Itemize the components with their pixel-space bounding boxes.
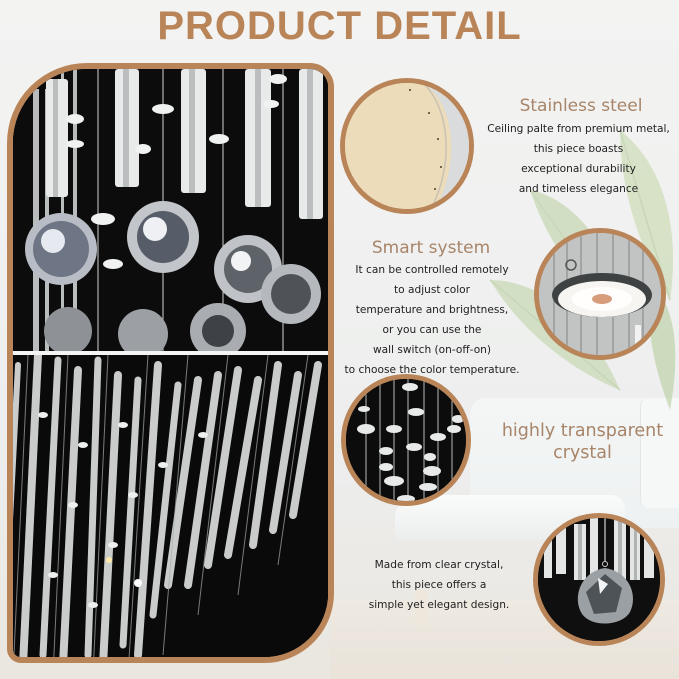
background-sofa-leg: [415, 590, 427, 625]
transparent-crystal-description: Made from clear crystal, this piece offe…: [350, 555, 528, 615]
background-cushion: [640, 398, 679, 508]
heading-line: crystal: [553, 443, 612, 463]
smart-system-heading: Smart system: [371, 238, 491, 258]
page-title: PRODUCT DETAIL: [157, 4, 522, 48]
description-line: exceptional durability: [521, 163, 636, 175]
heading-line: highly transparent: [501, 421, 664, 441]
description-line: Ceiling palte from premium metal,: [487, 123, 670, 135]
stainless-steel-heading: Stainless steel: [519, 96, 643, 116]
description-line: wall switch (on-off-on): [372, 344, 492, 356]
crystal-rods-and-balls-photo: [13, 69, 328, 351]
description-line: this piece offers a: [391, 579, 487, 591]
description-line: Made from clear crystal,: [374, 559, 504, 571]
description-line: this piece boasts: [533, 143, 624, 155]
description-line: to adjust color: [393, 284, 470, 296]
faceted-crystal-ball-image: [533, 513, 665, 646]
description-line: to choose the color temperature.: [344, 364, 520, 376]
description-line: and timeless elegance: [518, 183, 639, 195]
led-light-module-image: [534, 228, 666, 360]
smart-system-description: It can be controlled remotely to adjust …: [334, 260, 530, 380]
description-line: simple yet elegant design.: [368, 599, 510, 611]
crystal-rods-cascade-photo: [13, 355, 328, 657]
stainless-steel-description: Ceiling palte from premium metal, this p…: [478, 119, 679, 199]
stainless-steel-plate-image: [340, 78, 474, 214]
description-line: temperature and brightness,: [355, 304, 509, 316]
crystal-beads-image: [341, 374, 471, 506]
transparent-crystal-heading: highly transparent crystal: [486, 420, 679, 464]
photo-divider: [13, 351, 328, 355]
description-line: or you can use the: [382, 324, 482, 336]
main-product-panel: [7, 63, 334, 663]
description-line: It can be controlled remotely: [355, 264, 509, 276]
